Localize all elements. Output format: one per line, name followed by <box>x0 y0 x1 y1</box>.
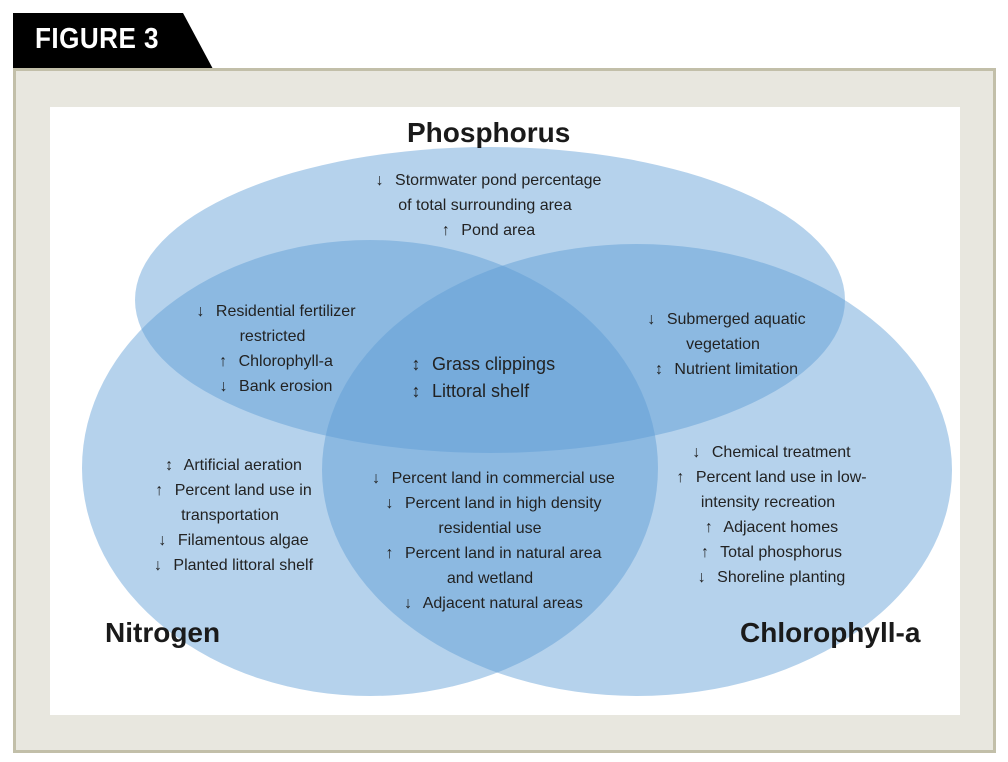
region-item: ↑ Percent land in natural area <box>340 541 640 566</box>
region-item: ↑ Percent land use in low- <box>658 465 878 490</box>
region-item-text: Percent land in natural area <box>404 545 602 562</box>
region-item-text: restricted <box>239 328 306 345</box>
region-item-text: Percent land use in <box>174 482 312 499</box>
region-item: residential use <box>340 516 640 541</box>
region-item-text: transportation <box>181 507 279 524</box>
region-item: vegetation <box>628 332 818 357</box>
region-item-text: vegetation <box>686 336 760 353</box>
region-item-text: Filamentous algae <box>177 532 309 549</box>
region-item-text: Percent land use in low- <box>695 469 867 486</box>
region-item: ↓ Bank erosion <box>175 374 370 399</box>
diagram-panel <box>50 107 960 715</box>
arrow-down-icon: ↓ <box>697 569 706 586</box>
arrow-up-icon: ↑ <box>676 469 685 486</box>
region-item-text: intensity recreation <box>700 494 836 511</box>
region-item: ↑ Adjacent homes <box>658 515 878 540</box>
region-item: ↓ Chemical treatment <box>658 440 878 465</box>
region-all-three: ↕ Grass clippings↕ Littoral shelf <box>405 351 605 405</box>
region-item: ↓ Adjacent natural areas <box>340 591 640 616</box>
arrow-up-icon: ↑ <box>155 482 164 499</box>
region-phosphorus-nitrogen: ↓ Residential fertilizer restricted ↑ Chlo… <box>175 299 370 399</box>
region-item: ↑ Pond area <box>340 218 630 243</box>
region-item: restricted <box>175 324 370 349</box>
region-item-text: Pond area <box>461 222 536 239</box>
region-item-text: Chlorophyll-a <box>238 353 333 370</box>
region-item-text: Nutrient limitation <box>674 361 799 378</box>
region-item: transportation <box>130 503 330 528</box>
region-item: ↓ Percent land in high density <box>340 491 640 516</box>
region-item: ↕ Artificial aeration <box>130 453 330 478</box>
phosphorus-circle <box>135 147 845 453</box>
region-item: ↓ Residential fertilizer <box>175 299 370 324</box>
arrow-up-icon: ↑ <box>704 519 713 536</box>
region-item-text: and wetland <box>446 570 534 587</box>
arrow-down-icon: ↓ <box>372 470 381 487</box>
set-label-phosphorus: Phosphorus <box>407 117 571 148</box>
region-item-text: Percent land in high density <box>404 495 602 512</box>
region-item-text: Planted littoral shelf <box>173 557 314 574</box>
region-nitrogen-only: ↕ Artificial aeration↑ Percent land use … <box>130 453 330 578</box>
region-item-text: Percent land in commercial use <box>391 470 615 487</box>
region-item-text: Chemical treatment <box>711 444 851 461</box>
region-item: and wetland <box>340 566 640 591</box>
region-item: ↓ Percent land in commercial use <box>340 466 640 491</box>
region-item: of total surrounding area <box>340 193 630 218</box>
region-item-text: Littoral shelf <box>432 381 530 401</box>
arrow-down-icon: ↓ <box>219 378 228 395</box>
region-item-text: Adjacent homes <box>723 519 839 536</box>
region-phosphorus-chlorophyll: ↓ Submerged aquatic vegetation ↕ Nutrient … <box>628 307 818 382</box>
region-phosphorus-only: ↓ Stormwater pond percentage of total sur… <box>340 168 630 243</box>
region-item: ↓ Planted littoral shelf <box>130 553 330 578</box>
region-item-text: Submerged aquatic <box>666 311 806 328</box>
arrow-down-icon: ↓ <box>196 303 205 320</box>
region-item: ↕ Nutrient limitation <box>628 357 818 382</box>
region-nitrogen-chlorophyll: ↓ Percent land in commercial use↓ Percen… <box>340 466 640 616</box>
region-item-text: Bank erosion <box>239 378 333 395</box>
region-item-text: Adjacent natural areas <box>422 595 583 612</box>
arrow-down-icon: ↓ <box>375 172 384 189</box>
region-item-text: Total phosphorus <box>720 544 842 561</box>
arrow-down-icon: ↓ <box>692 444 701 461</box>
region-item: ↑ Percent land use in <box>130 478 330 503</box>
arrow-down-icon: ↓ <box>385 495 394 512</box>
chlorophyll-circle <box>322 244 952 696</box>
figure-label-tab: FIGURE 3 <box>13 13 213 69</box>
arrow-up-down-icon: ↕ <box>411 381 421 401</box>
figure-label: FIGURE 3 <box>35 23 159 55</box>
region-item: ↓ Shoreline planting <box>658 565 878 590</box>
arrow-up-down-icon: ↕ <box>411 354 421 374</box>
arrow-up-icon: ↑ <box>385 545 394 562</box>
region-item-text: Residential fertilizer <box>215 303 356 320</box>
region-item-text: Stormwater pond percentage <box>395 172 602 189</box>
set-label-nitrogen: Nitrogen <box>105 617 221 648</box>
arrow-up-icon: ↑ <box>700 544 709 561</box>
region-item: ↑ Chlorophyll-a <box>175 349 370 374</box>
nitrogen-circle <box>82 240 658 696</box>
region-item: ↕ Grass clippings <box>405 351 605 378</box>
region-item: ↑ Total phosphorus <box>658 540 878 565</box>
arrow-down-icon: ↓ <box>404 595 413 612</box>
region-item-text: residential use <box>438 520 542 537</box>
arrow-down-icon: ↓ <box>153 557 162 574</box>
region-item: ↓ Filamentous algae <box>130 528 330 553</box>
arrow-down-icon: ↓ <box>647 311 656 328</box>
set-label-chlorophyll: Chlorophyll-a <box>740 617 921 648</box>
region-item-text: Grass clippings <box>432 354 556 374</box>
arrow-down-icon: ↓ <box>158 532 167 549</box>
region-item-text: Shoreline planting <box>717 569 846 586</box>
arrow-up-icon: ↑ <box>441 222 450 239</box>
region-chlorophyll-only: ↓ Chemical treatment↑ Percent land use i… <box>658 440 878 590</box>
region-item: intensity recreation <box>658 490 878 515</box>
region-item: ↓ Stormwater pond percentage <box>340 168 630 193</box>
region-item: ↕ Littoral shelf <box>405 378 605 405</box>
arrow-up-icon: ↑ <box>219 353 228 370</box>
arrow-up-down-icon: ↕ <box>165 457 174 474</box>
region-item-text: of total surrounding area <box>398 197 572 214</box>
region-item: ↓ Submerged aquatic <box>628 307 818 332</box>
region-item-text: Artificial aeration <box>183 457 302 474</box>
arrow-up-down-icon: ↕ <box>654 361 663 378</box>
